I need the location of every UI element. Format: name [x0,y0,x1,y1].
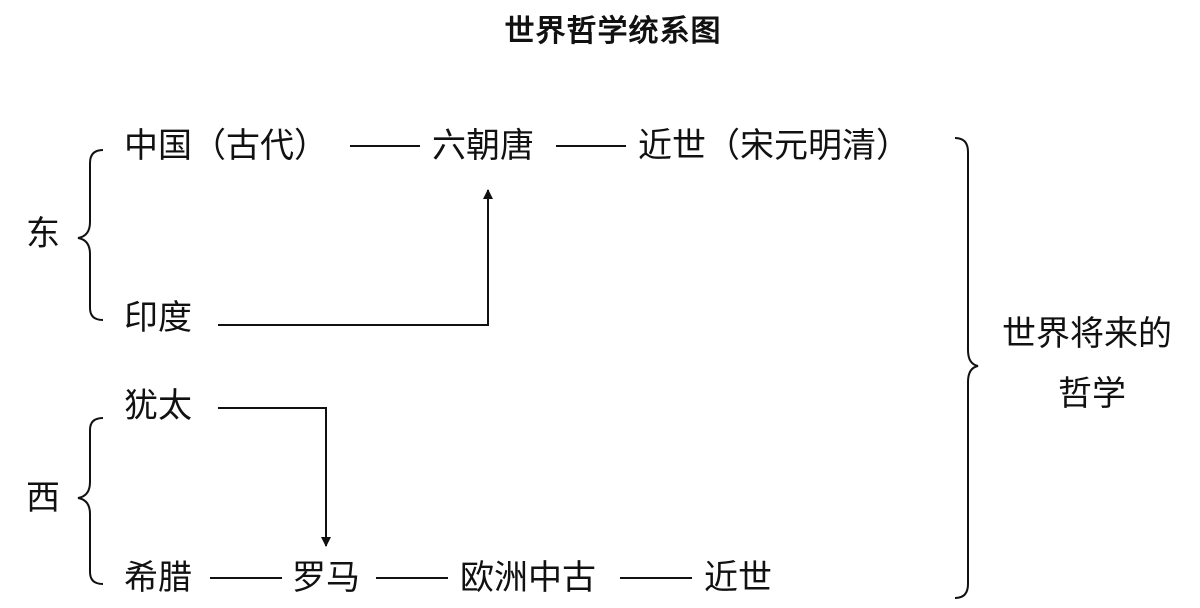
node-china-modern: 近世（宋元明清） [638,126,910,166]
youtai-to-rome-arrow [218,407,331,547]
node-rome: 罗马 [292,558,360,598]
future-line-2: 哲学 [1058,374,1126,414]
east-label: 东 [26,214,60,254]
diagram-title: 世界哲学统系图 [504,14,722,49]
node-china-ancient: 中国（古代） [124,126,328,166]
east-brace [77,149,104,321]
node-judaism: 犹太 [124,386,192,426]
node-india: 印度 [124,298,192,338]
node-europe-modern: 近世 [704,558,772,598]
node-liuchao-tang: 六朝唐 [432,126,534,166]
india-to-liuchao-arrow [218,189,493,326]
node-europe-medieval: 欧洲中古 [460,558,596,598]
future-brace [954,137,979,599]
node-greece: 希腊 [124,558,192,598]
future-line-1: 世界将来的 [1002,314,1172,354]
west-label: 西 [26,478,60,518]
west-brace [77,417,104,585]
